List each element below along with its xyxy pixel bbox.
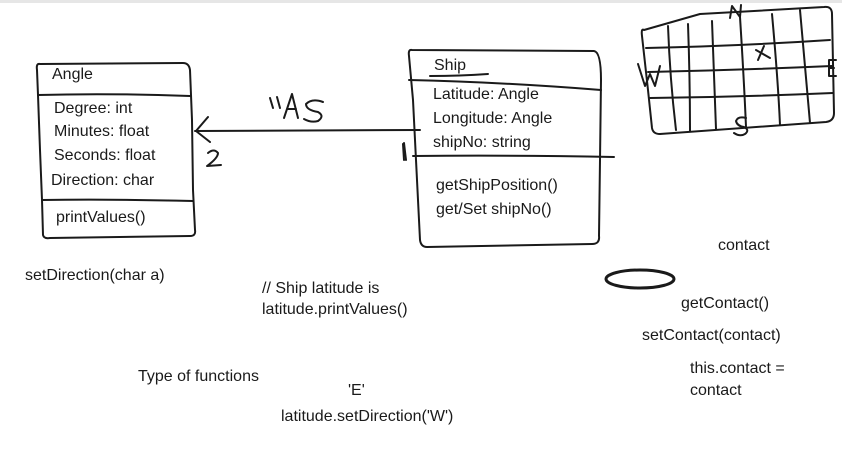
angle-attr-direction: Direction: char [51, 172, 155, 189]
note-this-contact-1: this.contact = [690, 360, 785, 377]
angle-class-box [35, 62, 197, 240]
note-set-direction: setDirection(char a) [25, 267, 165, 284]
ship-attr-longitude: Longitude: Angle [433, 110, 553, 127]
note-e-char: 'E' [348, 382, 365, 399]
note-set-contact: setContact(contact) [642, 327, 781, 344]
angle-method-print: printValues() [56, 209, 146, 226]
note-comment-line1: // Ship latitude is [262, 280, 380, 297]
top-divider [0, 0, 842, 3]
note-comment-line2: latitude.printValues() [262, 301, 408, 318]
compass-west-ink [637, 63, 661, 87]
ship-multiplicity-ink [402, 143, 405, 161]
ship-method-position: getShipPosition() [436, 177, 558, 194]
note-type-of-functions: Type of functions [138, 368, 259, 385]
compass-south-ink [733, 116, 749, 137]
angle-attr-degree: Degree: int [54, 100, 133, 117]
association-label-ink [269, 93, 324, 123]
ship-class-box [407, 48, 615, 248]
contact-oval [604, 268, 676, 290]
angle-class-name: Angle [52, 66, 93, 83]
angle-attr-seconds: Seconds: float [54, 147, 156, 164]
compass-north-ink [729, 4, 742, 19]
note-contact: contact [718, 237, 770, 254]
note-get-contact: getContact() [681, 295, 770, 312]
association-arrow [194, 116, 421, 161]
compass-east-ink [828, 59, 837, 77]
ship-attr-latitude: Latitude: Angle [433, 86, 539, 103]
compass-grid-sketch [640, 5, 835, 135]
angle-multiplicity-ink [206, 149, 222, 167]
note-this-contact-2: contact [690, 382, 742, 399]
ship-class-name: Ship [434, 57, 467, 74]
ship-method-shipno: get/Set shipNo() [436, 201, 552, 218]
ship-attr-shipno: shipNo: string [433, 134, 531, 151]
angle-attr-minutes: Minutes: float [54, 123, 150, 140]
note-set-direction-call: latitude.setDirection('W') [281, 408, 454, 425]
